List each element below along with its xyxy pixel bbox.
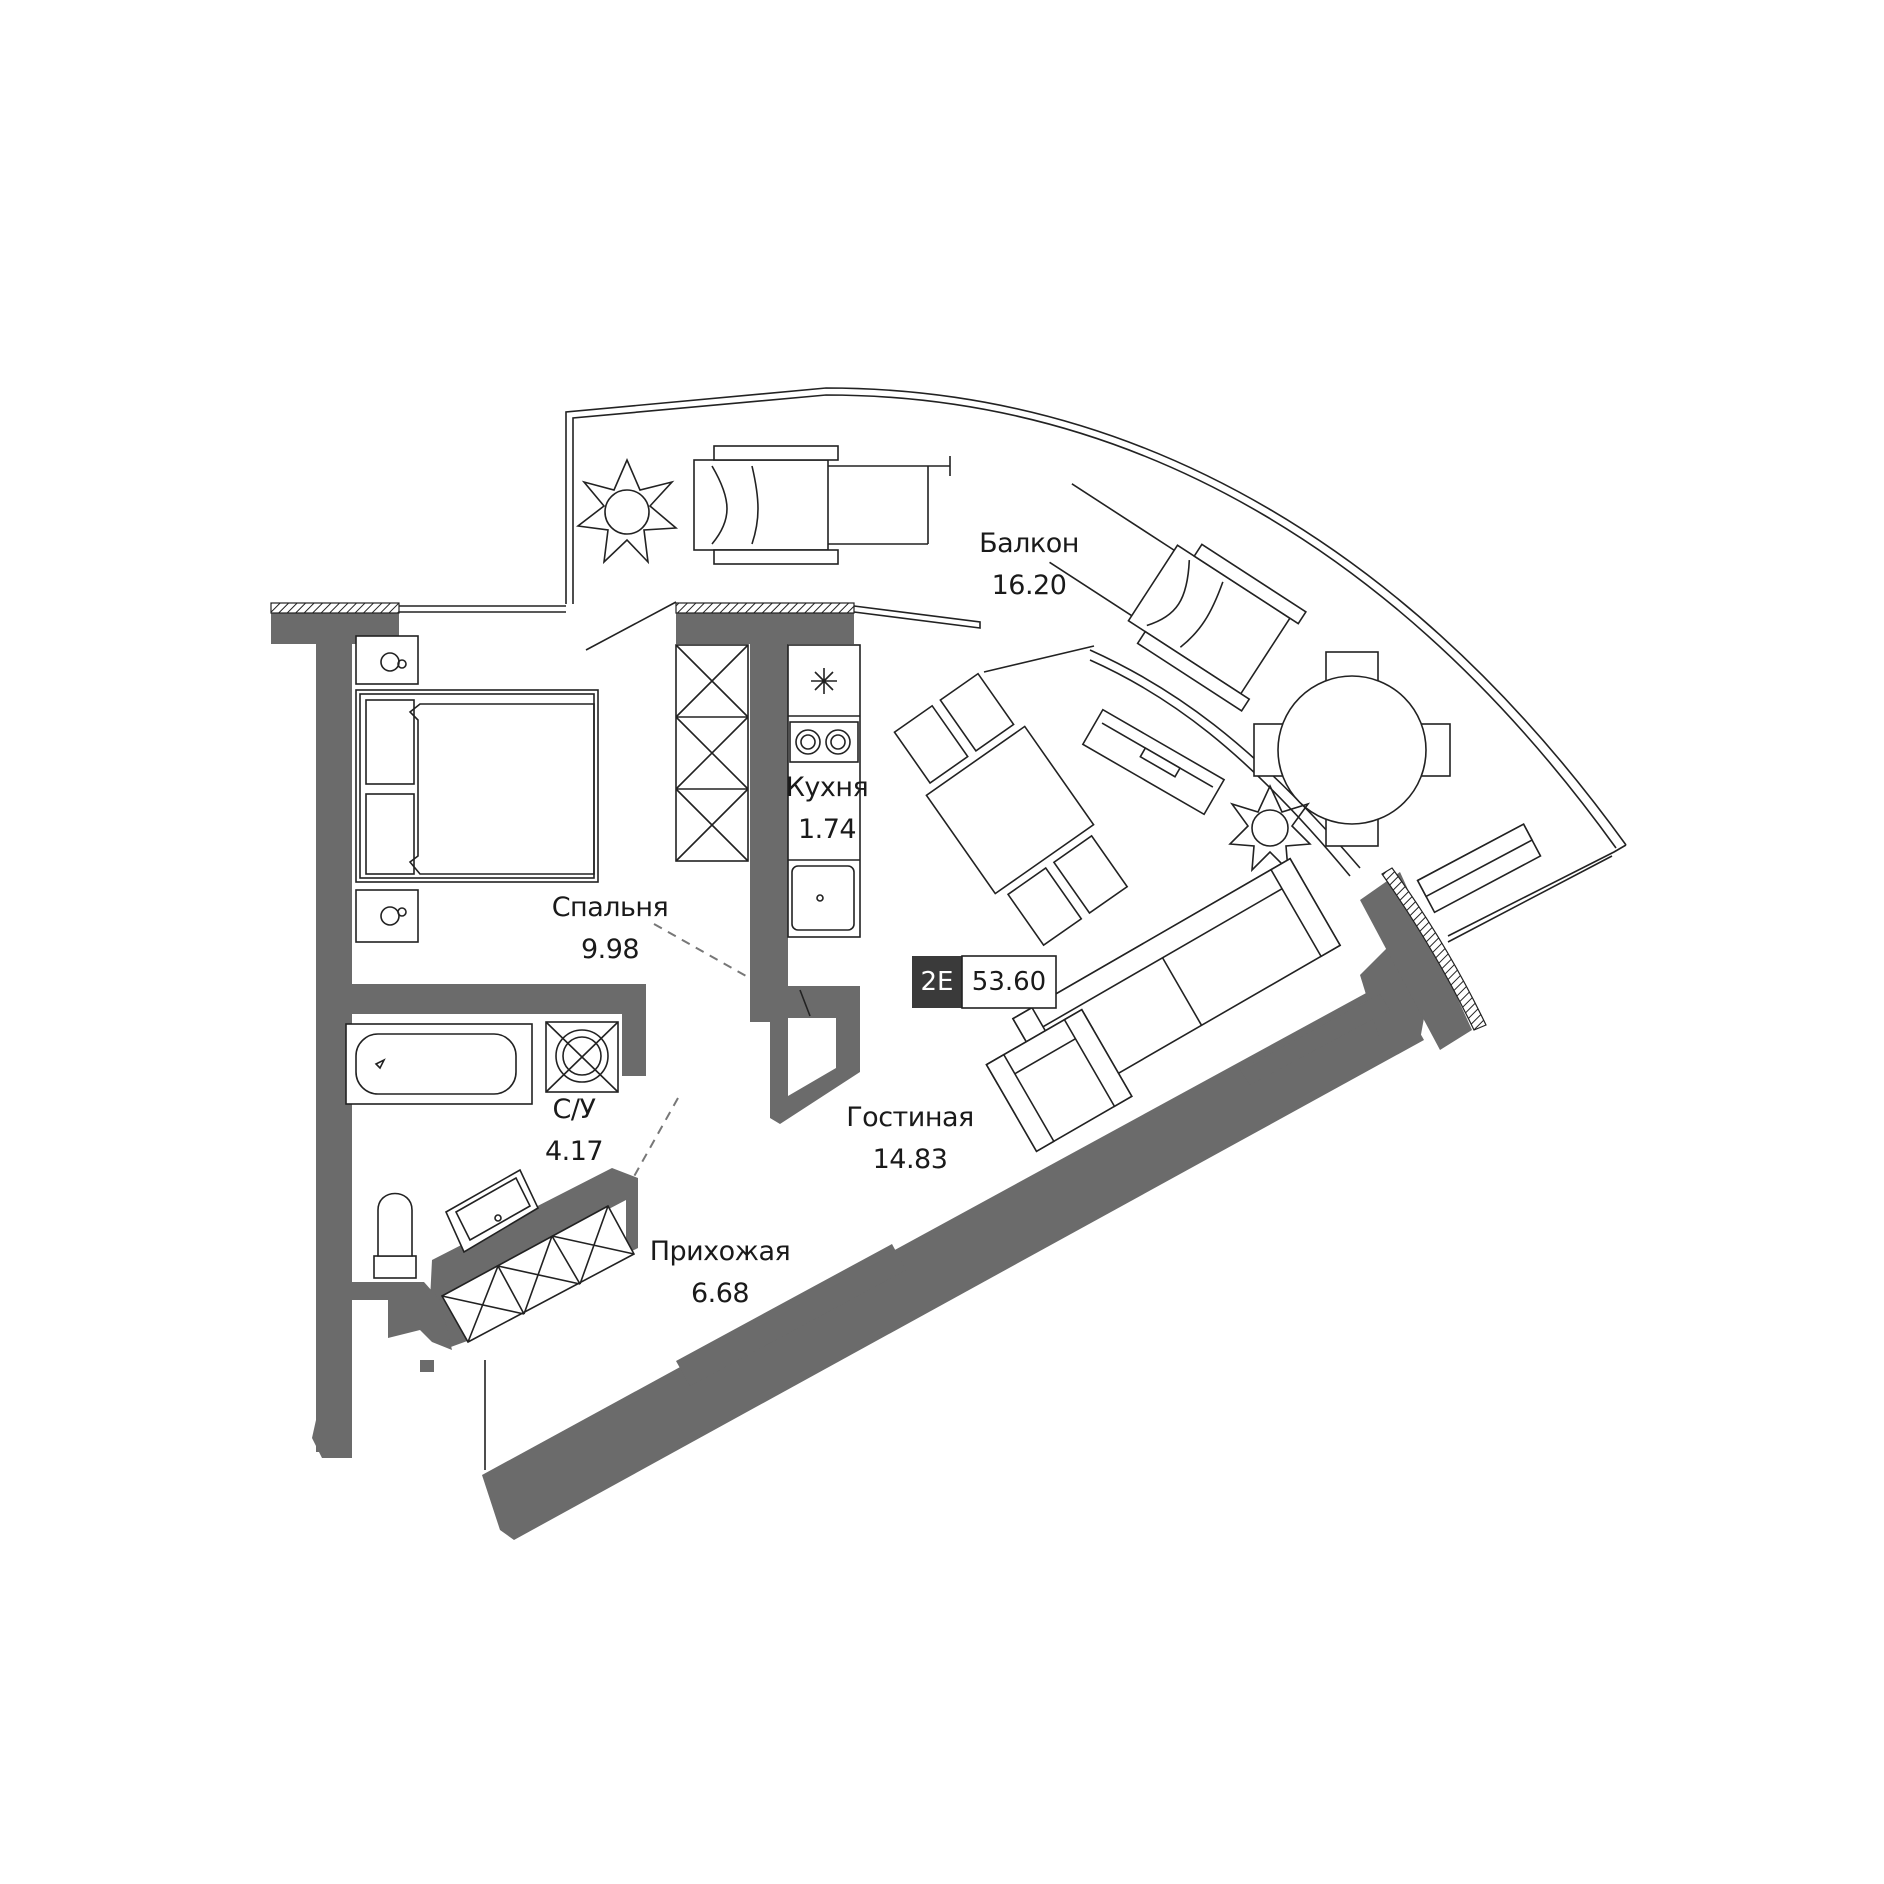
room-area: 4.17 [545, 1136, 603, 1167]
room-name: Спальня [552, 892, 669, 923]
room-name: С/У [553, 1094, 596, 1125]
bathtub-icon [345, 1023, 533, 1105]
room-label-bedroom: Спальня 9.98 [552, 892, 669, 965]
wall-hatching [270, 602, 1487, 1031]
toilet-icon [373, 1192, 417, 1279]
windows [399, 605, 1361, 1470]
room-area: 6.68 [691, 1278, 749, 1309]
walls [271, 612, 1472, 1540]
apartment-type-box [912, 956, 962, 1008]
doors [585, 601, 1095, 1017]
bed-icon [355, 689, 599, 883]
armchair-icon [985, 1008, 1133, 1153]
room-label-kitchen: Кухня 1.74 [786, 772, 869, 845]
room-name: Балкон [979, 528, 1079, 559]
total-area-box [961, 955, 1057, 1009]
nightstand-top-icon [355, 635, 419, 685]
tv-stand-icon [1081, 708, 1226, 816]
balcony-bench-icon [1416, 823, 1542, 914]
total-area: 53.60 [972, 967, 1046, 997]
dining-set-icon [893, 672, 1129, 947]
sunbed-icon-1 [693, 445, 951, 565]
fridge-icon [811, 668, 837, 694]
room-label-bathroom: С/У 4.17 [545, 1094, 604, 1167]
balcony-outline [565, 387, 1627, 943]
plant-icon-living [1228, 784, 1312, 873]
plant-icon-balcony [575, 457, 679, 565]
room-name: Гостиная [846, 1102, 974, 1133]
room-area: 16.20 [992, 570, 1067, 601]
kitchen-sink-icon [791, 865, 855, 931]
room-name: Прихожая [650, 1236, 791, 1267]
round-table-icon [1253, 651, 1451, 847]
stove-icon [789, 721, 859, 763]
hallway-wardrobe [440, 1204, 636, 1344]
door-openings [631, 923, 747, 1181]
apartment-badge: 2Е 53.60 [912, 955, 1057, 1009]
room-label-hallway: Прихожая 6.68 [650, 1236, 791, 1309]
sunbed-icon-2 [1049, 483, 1307, 712]
room-area: 14.83 [873, 1144, 948, 1175]
room-label-balcony: Балкон 16.20 [979, 528, 1079, 601]
room-area: 9.98 [581, 934, 639, 965]
room-area: 1.74 [798, 814, 856, 845]
apartment-type: 2Е [921, 967, 954, 997]
washing-machine-icon [545, 1021, 619, 1093]
room-label-living: Гостиная 14.83 [846, 1102, 974, 1175]
nightstand-bottom-icon [355, 889, 419, 943]
room-name: Кухня [786, 772, 869, 803]
bath-sink-icon [444, 1168, 540, 1254]
